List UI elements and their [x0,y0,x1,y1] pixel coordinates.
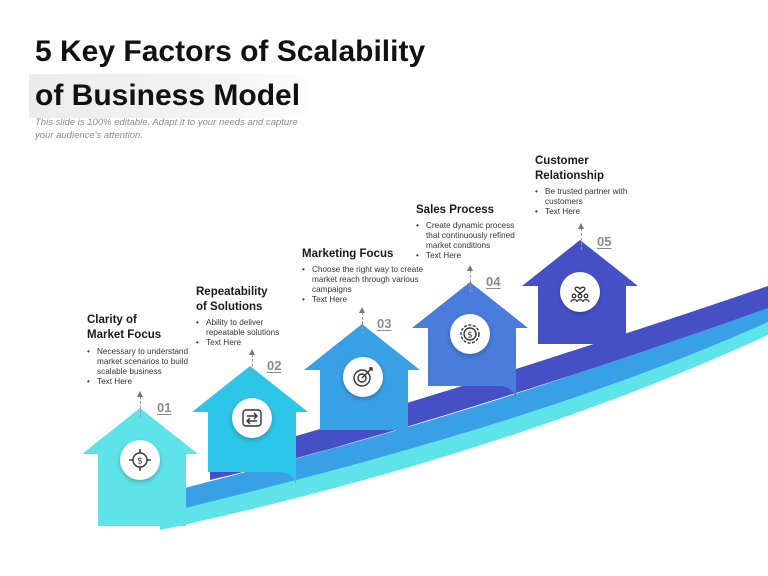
step-heading-5: Customer Relationship [535,155,605,182]
connector-arrow-1 [137,391,143,418]
list-item: Create dynamic process that continuously… [416,221,528,251]
step-bullets-4: Create dynamic process that continuously… [416,221,528,261]
step-number-5: 05 [597,234,612,249]
step-number-2: 02 [267,358,282,373]
list-item: Necessary to understand market scenarios… [87,347,199,377]
connector-arrow-3 [359,307,365,334]
title-line-1: 5 Key Factors of Scalability [35,35,426,68]
target-arrow-icon [343,357,383,397]
connector-arrow-2 [249,349,255,376]
slide-title: 5 Key Factors of Scalability of Business… [29,30,426,118]
ribbon-mid [185,300,768,508]
repeat-arrows-icon [232,398,272,438]
step-number-3: 03 [377,316,392,331]
list-item: Text Here [416,251,528,261]
step-heading-4: Sales Process [416,204,495,216]
customer-heart-icon [560,272,600,312]
list-item: Text Here [87,377,199,387]
list-item: Text Here [302,295,424,305]
list-item: Be trusted partner with customers [535,187,631,207]
step-bullets-5: Be trusted partner with customers Text H… [535,187,631,217]
list-item: Choose the right way to create market re… [302,265,424,295]
step-bullets-1: Necessary to understand market scenarios… [87,347,199,387]
ribbon-light [160,318,768,530]
connector-arrow-5 [578,223,584,250]
step-number-1: 01 [157,400,172,415]
title-line-2: of Business Model [29,74,311,118]
step-heading-3: Marketing Focus [302,248,394,260]
step-bullets-2: Ability to deliver repeatable solutions … [196,318,294,348]
list-item: Ability to deliver repeatable solutions [196,318,294,338]
step-heading-1: Clarity of Market Focus [87,314,162,341]
connector-arrow-4 [467,265,473,292]
step-heading-2: Repeatability of Solutions [196,286,268,313]
step-number-4: 04 [486,274,501,289]
list-item: Text Here [196,338,294,348]
dollar-target-icon: $ [120,440,160,480]
svg-text:$: $ [467,331,473,341]
step-bullets-3: Choose the right way to create market re… [302,265,424,305]
list-item: Text Here [535,207,631,217]
dollar-gear-icon: $ [450,314,490,354]
slide-subtitle: This slide is 100% editable. Adapt it to… [35,117,298,141]
svg-text:$: $ [137,457,143,467]
